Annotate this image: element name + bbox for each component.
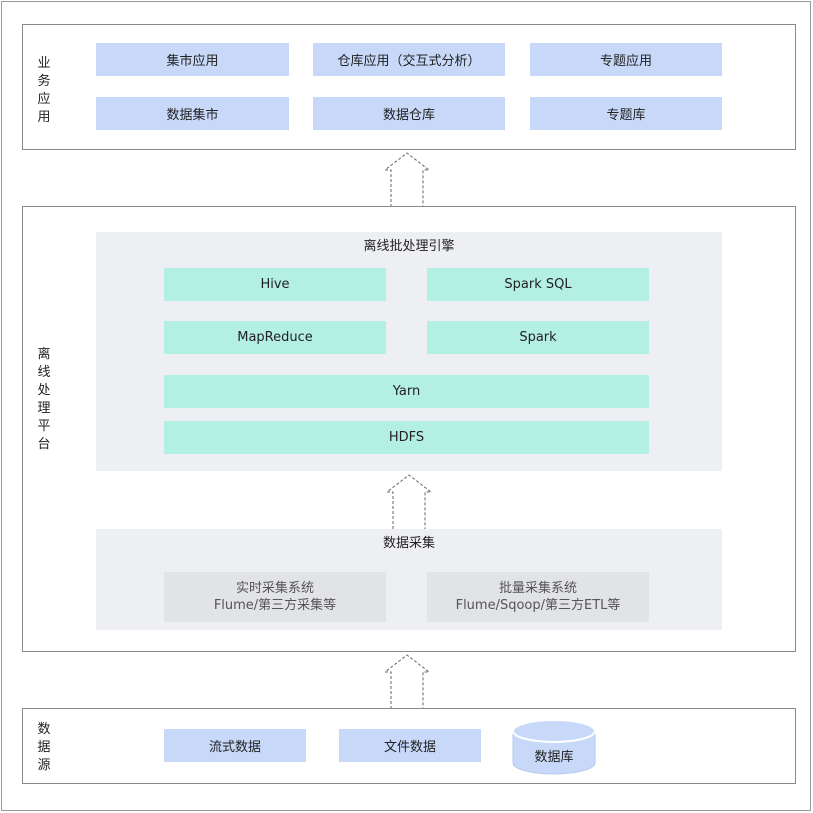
- data-mart-box: 数据集市: [96, 97, 289, 130]
- up-arrow-icon: [386, 474, 432, 529]
- offline-platform-label: 离线处理平台: [37, 347, 51, 452]
- mart-app-box: 集市应用: [96, 43, 289, 76]
- topic-db-box: 专题库: [530, 97, 722, 130]
- database-icon: [512, 719, 596, 775]
- realtime-collection-box: 实时采集系统 Flume/第三方采集等: [164, 572, 386, 622]
- business-label: 业务应用: [37, 56, 51, 125]
- spark-box: Spark: [427, 321, 649, 354]
- file-data-box: 文件数据: [339, 729, 481, 762]
- topic-app-box: 专题应用: [530, 43, 722, 76]
- data-sources-label: 数据源: [37, 722, 51, 773]
- realtime-collection-tools: Flume/第三方采集等: [213, 598, 337, 613]
- realtime-collection-name: 实时采集系统: [235, 581, 314, 596]
- warehouse-app-box: 仓库应用（交互式分析）: [313, 43, 505, 76]
- up-arrow-icon: [384, 152, 430, 207]
- data-collection-panel: 数据采集 实时采集系统 Flume/第三方采集等 批量采集系统 Flume/Sq…: [96, 529, 722, 630]
- data-collection-title: 数据采集: [382, 536, 435, 551]
- batch-collection-box: 批量采集系统 Flume/Sqoop/第三方ETL等: [427, 572, 649, 622]
- data-sources-section: 数据源 流式数据 文件数据 数据库: [22, 708, 796, 784]
- batch-collection-name: 批量采集系统: [498, 581, 577, 596]
- batch-engine-panel: 离线批处理引擎 Hive Spark SQL MapReduce Spark Y…: [96, 232, 722, 471]
- data-warehouse-box: 数据仓库: [313, 97, 505, 130]
- stream-data-box: 流式数据: [164, 729, 306, 762]
- business-section: 业务应用 集市应用 仓库应用（交互式分析） 专题应用 数据集市 数据仓库 专题库: [22, 24, 796, 150]
- up-arrow-icon: [384, 654, 430, 709]
- spark-sql-box: Spark SQL: [427, 268, 649, 301]
- mapreduce-box: MapReduce: [164, 321, 386, 354]
- offline-platform-section: 离线处理平台 离线批处理引擎 Hive Spark SQL MapReduce …: [22, 206, 796, 652]
- database-label: 数据库: [534, 749, 574, 765]
- batch-engine-title: 离线批处理引擎: [363, 239, 455, 254]
- hdfs-box: HDFS: [164, 421, 649, 454]
- yarn-box: Yarn: [164, 375, 649, 408]
- hive-box: Hive: [164, 268, 386, 301]
- batch-collection-tools: Flume/Sqoop/第三方ETL等: [455, 598, 621, 613]
